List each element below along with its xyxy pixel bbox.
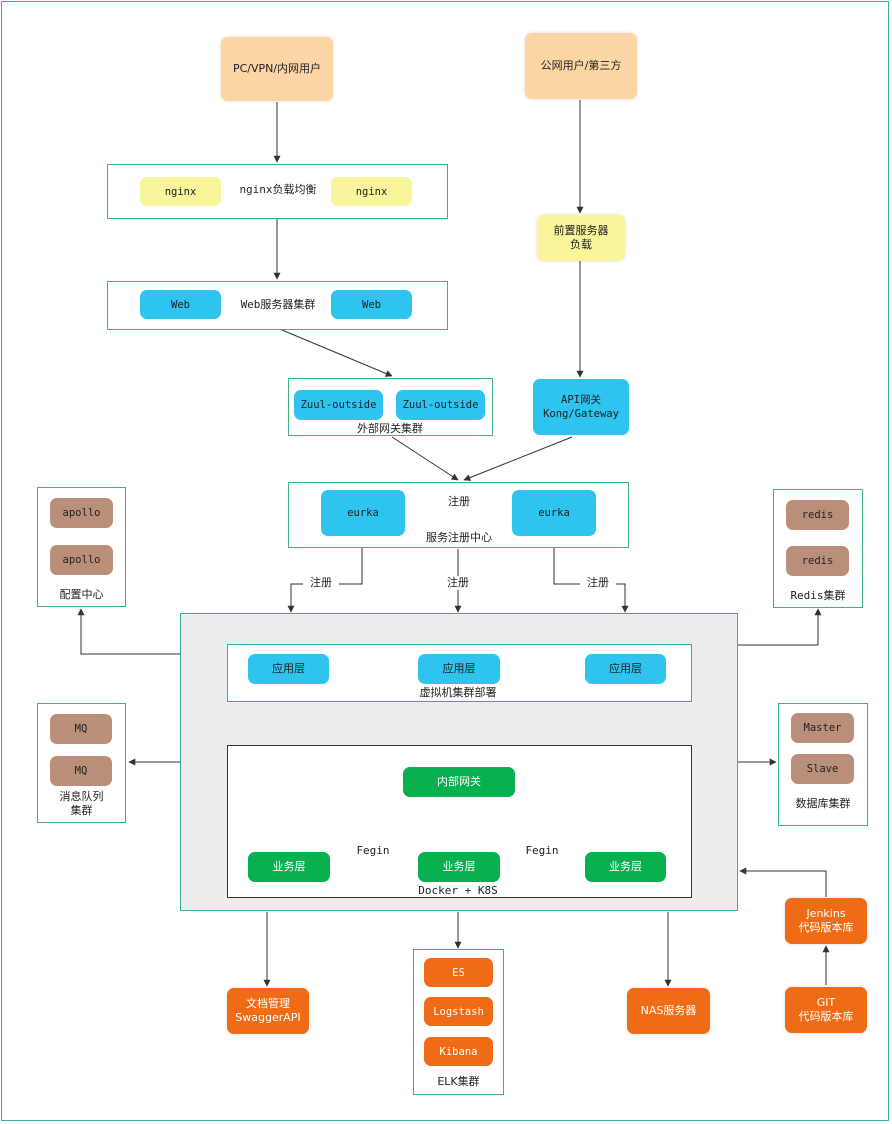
nas-label: NAS服务器 [640,1004,697,1017]
app-layer-node-3: 应用层 [585,654,666,684]
es-label: ES [452,966,465,979]
arrow-register-left [287,537,363,613]
logstash-node: Logstash [424,997,493,1026]
registry-arrow-label: 注册 [448,495,470,508]
web-node-right: Web [331,290,412,319]
eurka-node-left: eurka [321,490,405,536]
eurka-node-right: eurka [512,490,596,536]
business-node-3: 业务层 [585,852,666,882]
front-lb-node: 前置服务器 负载 [537,215,625,261]
fegin-label-left: Fegin [356,844,390,857]
db-slave-node: Slave [791,754,854,784]
web-group-label: Web服务器集群 [240,298,316,311]
business-node-2: 业务层 [418,852,500,882]
web-node-left: Web [140,290,221,319]
business-node-1: 业务层 [248,852,330,882]
arrow-to-config [77,608,180,655]
front-lb-label: 前置服务器 负载 [553,224,609,251]
zuul-node-right: Zuul-outside [396,390,485,420]
redis-node-2: redis [786,546,849,576]
arrow-register-right [553,537,629,613]
api-gateway-node: API网关 Kong/Gateway [533,379,629,435]
es-node: ES [424,958,493,987]
internal-users-label: PC/VPN/内网用户 [232,62,322,75]
arrow-zuul-to-registry [391,436,459,481]
db-master-node: Master [791,713,854,743]
app-layer-node-2: 应用层 [418,654,500,684]
jenkins-label: Jenkins 代码版本库 [798,907,854,934]
arrow-to-redis [738,608,822,646]
register-label-right: 注册 [580,576,616,590]
api-gateway-label: API网关 Kong/Gateway [543,394,619,420]
apollo-node-2-label: apollo [62,554,101,566]
app-layer-node-1-label: 应用层 [272,662,305,675]
docker-k8s-label: Docker + K8S [418,884,498,897]
apollo-node-1-label: apollo [62,507,101,519]
public-users-node: 公网用户/第三方 [525,33,637,99]
nginx-node-right: nginx [331,177,412,206]
apollo-node-2: apollo [50,545,113,575]
nginx-node-left-label: nginx [164,185,197,198]
mq-node-2-label: MQ [74,765,88,777]
internal-users-node: PC/VPN/内网用户 [221,37,333,101]
mq-cluster-label: 消息队列 集群 [59,790,104,817]
register-label-left: 注册 [303,576,339,590]
registry-group-label: 服务注册中心 [426,531,492,544]
db-master-label: Master [803,722,842,734]
redis-node-1: redis [786,500,849,530]
redis-node-1-label: redis [801,509,834,521]
business-node-3-label: 业务层 [609,860,642,873]
swagger-node: 文档管理 SwaggerAPI [227,988,309,1034]
redis-node-2-label: redis [801,555,834,567]
register-label-center: 注册 [440,576,476,590]
kibana-label: Kibana [439,1045,478,1058]
app-layer-node-2-label: 应用层 [442,662,476,675]
zuul-group-label: 外部网关集群 [357,422,423,435]
business-node-2-label: 业务层 [442,860,476,873]
kibana-node: Kibana [424,1037,493,1066]
jenkins-node: Jenkins 代码版本库 [785,898,867,944]
business-node-1-label: 业务层 [272,860,306,873]
nginx-node-left: nginx [140,177,221,206]
zuul-node-left: Zuul-outside [294,390,383,420]
nas-node: NAS服务器 [627,988,710,1034]
eurka-node-left-label: eurka [347,507,379,519]
git-label: GIT 代码版本库 [798,996,854,1023]
elk-cluster-label: ELK集群 [437,1075,480,1088]
app-layer-node-3-label: 应用层 [609,662,642,675]
config-center-label: 配置中心 [59,588,104,601]
web-node-left-label: Web [171,298,190,311]
apollo-node-1: apollo [50,498,113,528]
redis-cluster-label: Redis集群 [790,589,846,602]
arrow-jenkins-to-platform [739,867,827,897]
mq-node-1-label: MQ [74,723,88,735]
eurka-node-right-label: eurka [538,507,570,519]
logstash-label: Logstash [433,1005,484,1018]
zuul-node-left-label: Zuul-outside [300,399,377,411]
internal-gateway-label: 内部网关 [437,775,481,788]
arrow-web-to-zuul [281,329,393,377]
zuul-node-right-label: Zuul-outside [402,399,479,411]
git-node: GIT 代码版本库 [785,987,867,1033]
nginx-node-right-label: nginx [355,185,388,198]
internal-gateway-node: 内部网关 [403,767,515,797]
db-slave-label: Slave [806,763,839,775]
app-layer-node-1: 应用层 [248,654,329,684]
nginx-group-label: nginx负载均衡 [239,183,317,196]
db-cluster-label: 数据库集群 [795,797,851,810]
public-users-label: 公网用户/第三方 [540,59,622,72]
fegin-label-right: Fegin [525,844,559,857]
swagger-label: 文档管理 SwaggerAPI [235,997,301,1024]
mq-node-2: MQ [50,756,112,786]
mq-node-1: MQ [50,714,112,744]
arrow-api-to-registry [463,436,573,481]
vm-cluster-label: 虚拟机集群部署 [419,686,497,699]
web-node-right-label: Web [362,298,381,311]
